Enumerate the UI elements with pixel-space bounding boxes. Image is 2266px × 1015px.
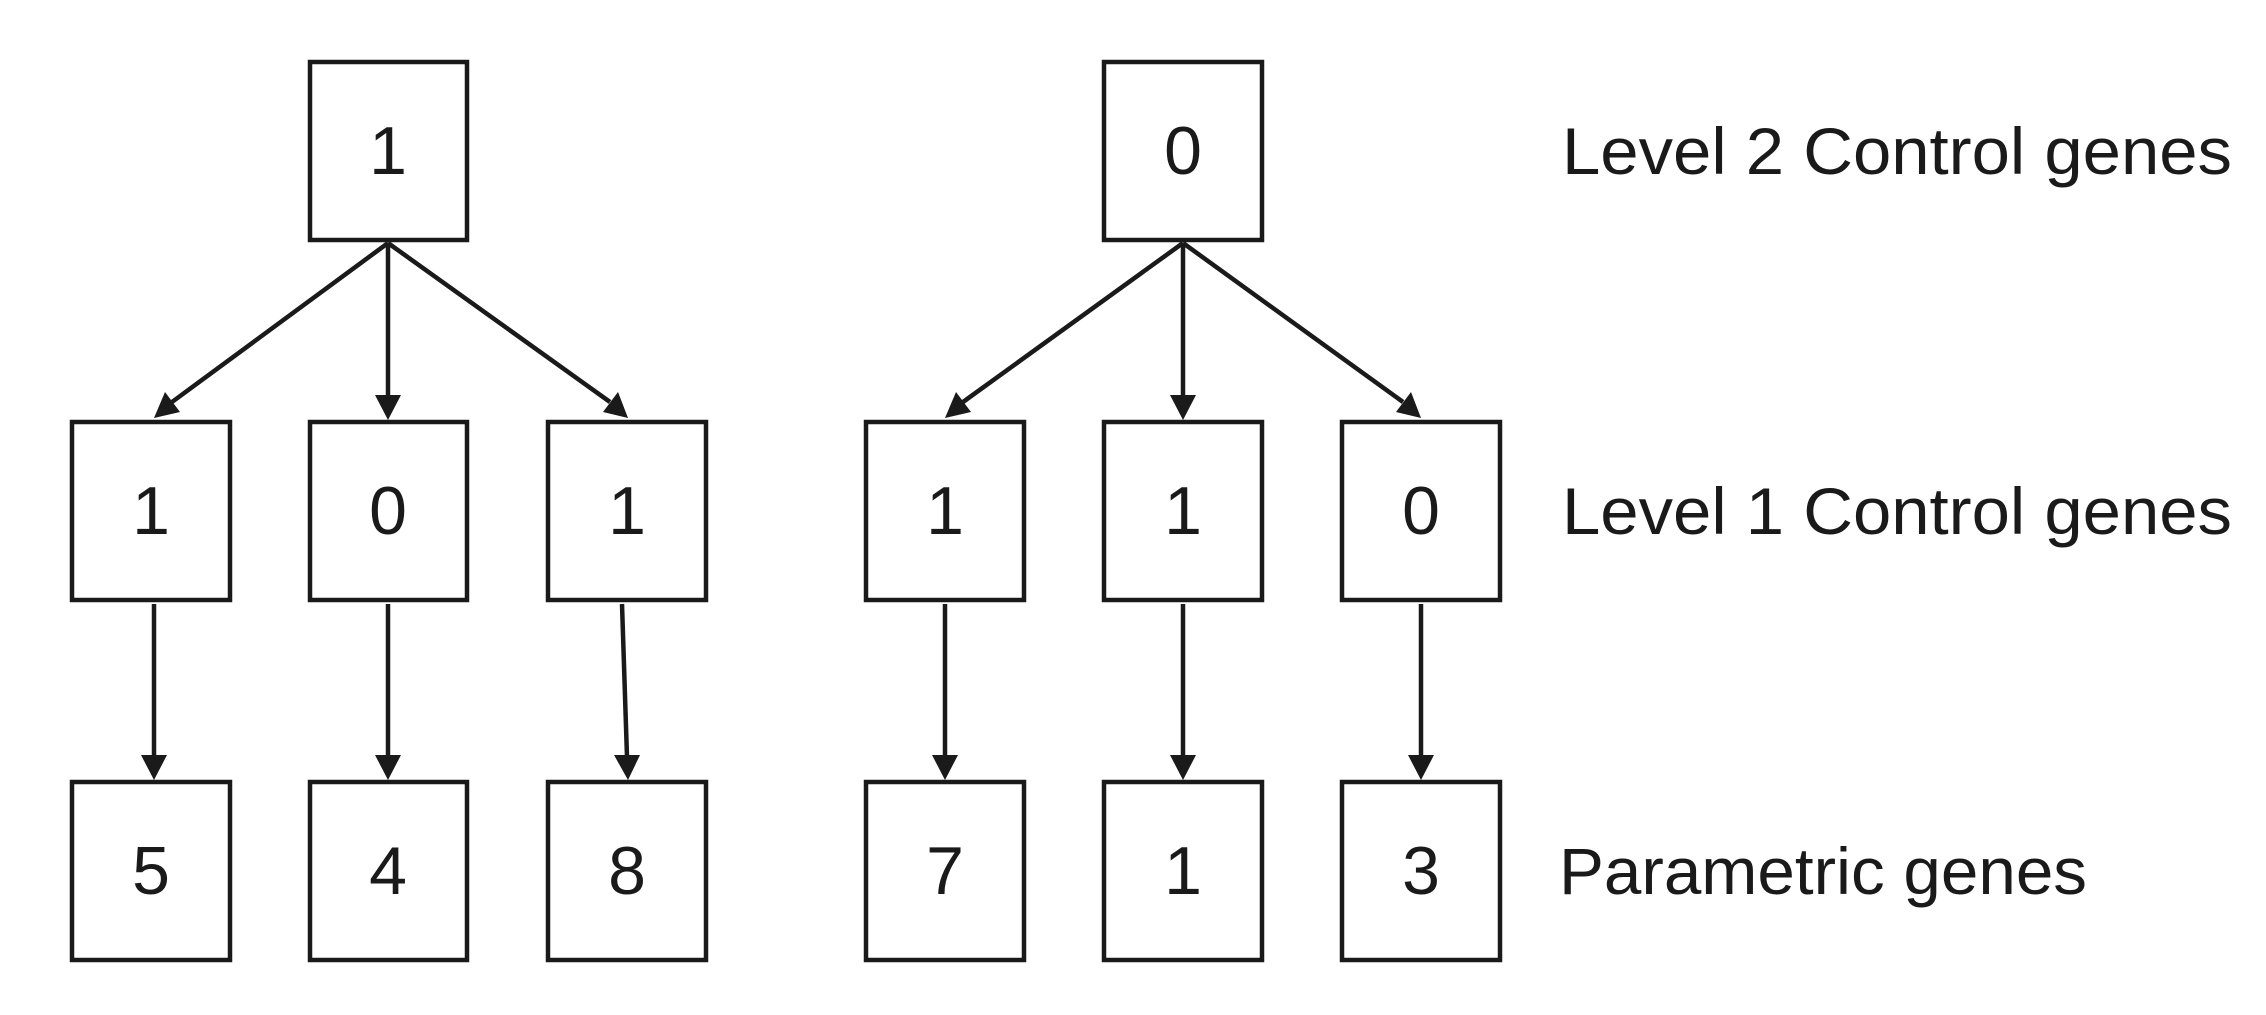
arrow-root1-to-l1c: [386, 241, 612, 404]
arrowhead-root1-to-l1a: [154, 392, 180, 418]
parametric-gene-box: 5: [69, 779, 233, 963]
arrowhead-l1c-to-p3: [1408, 755, 1434, 780]
level1-gene-box: 1: [863, 419, 1027, 603]
parametric-label: Parametric genes: [1559, 834, 2087, 908]
gene-value: 5: [132, 833, 170, 909]
level1-gene-box: 0: [307, 419, 470, 603]
arrow-root1-to-l1a: [170, 241, 390, 404]
gene-value: 8: [608, 833, 646, 909]
parametric-gene-box: 8: [545, 779, 709, 963]
level1-gene-box: 1: [545, 419, 709, 603]
level1-gene-box: 0: [1339, 419, 1503, 603]
level2-gene-box: 0: [1101, 59, 1265, 243]
level2-gene-box: 1: [307, 59, 470, 243]
arrow-root2-to-l1a: [961, 241, 1185, 404]
arrowhead-l1b-to-p2: [1170, 755, 1196, 780]
parametric-gene-box: 7: [863, 779, 1027, 963]
arrowhead-root2-to-l1a: [945, 392, 971, 418]
arrowhead-l1a-to-p1: [932, 755, 958, 780]
gene-value: 1: [608, 473, 646, 549]
gene-value: 4: [369, 833, 407, 909]
level1-label: Level 1 Control genes: [1562, 474, 2232, 548]
tree-2-arrows: [932, 241, 1434, 780]
gene-value: 0: [1164, 113, 1202, 189]
gene-value: 0: [369, 473, 407, 549]
gene-value: 7: [926, 833, 964, 909]
gene-value: 0: [1402, 473, 1440, 549]
arrow-l1c-to-p3: [619, 603, 630, 758]
arrowhead-l1a-to-p1: [141, 755, 167, 780]
level-labels: Level 2 Control genes Level 1 Control ge…: [1559, 114, 2232, 908]
tree-2: 0 1 1 0 7 1 3: [863, 59, 1503, 963]
arrowhead-root1-to-l1b: [375, 395, 401, 420]
parametric-gene-box: 3: [1339, 779, 1503, 963]
parametric-gene-box: 1: [1101, 779, 1265, 963]
tree-1: 1 1 0 1 5 4 8: [69, 59, 709, 963]
gene-value: 3: [1402, 833, 1440, 909]
arrowhead-root1-to-l1c: [603, 392, 628, 418]
arrowhead-l1b-to-p2: [375, 755, 401, 780]
gene-value: 1: [369, 113, 407, 189]
gene-value: 1: [926, 473, 964, 549]
arrow-root2-to-l1c: [1181, 241, 1405, 404]
tree-1-arrows: [141, 241, 640, 780]
parametric-gene-box: 4: [307, 779, 470, 963]
arrowhead-root2-to-l1b: [1170, 395, 1196, 420]
gene-value: 1: [1164, 473, 1202, 549]
arrowhead-root2-to-l1c: [1396, 392, 1421, 418]
gene-value: 1: [1164, 833, 1202, 909]
level1-gene-box: 1: [69, 419, 233, 603]
gene-value: 1: [132, 473, 170, 549]
level2-label: Level 2 Control genes: [1562, 114, 2232, 188]
level1-gene-box: 1: [1101, 419, 1265, 603]
arrowhead-l1c-to-p3: [614, 755, 640, 780]
